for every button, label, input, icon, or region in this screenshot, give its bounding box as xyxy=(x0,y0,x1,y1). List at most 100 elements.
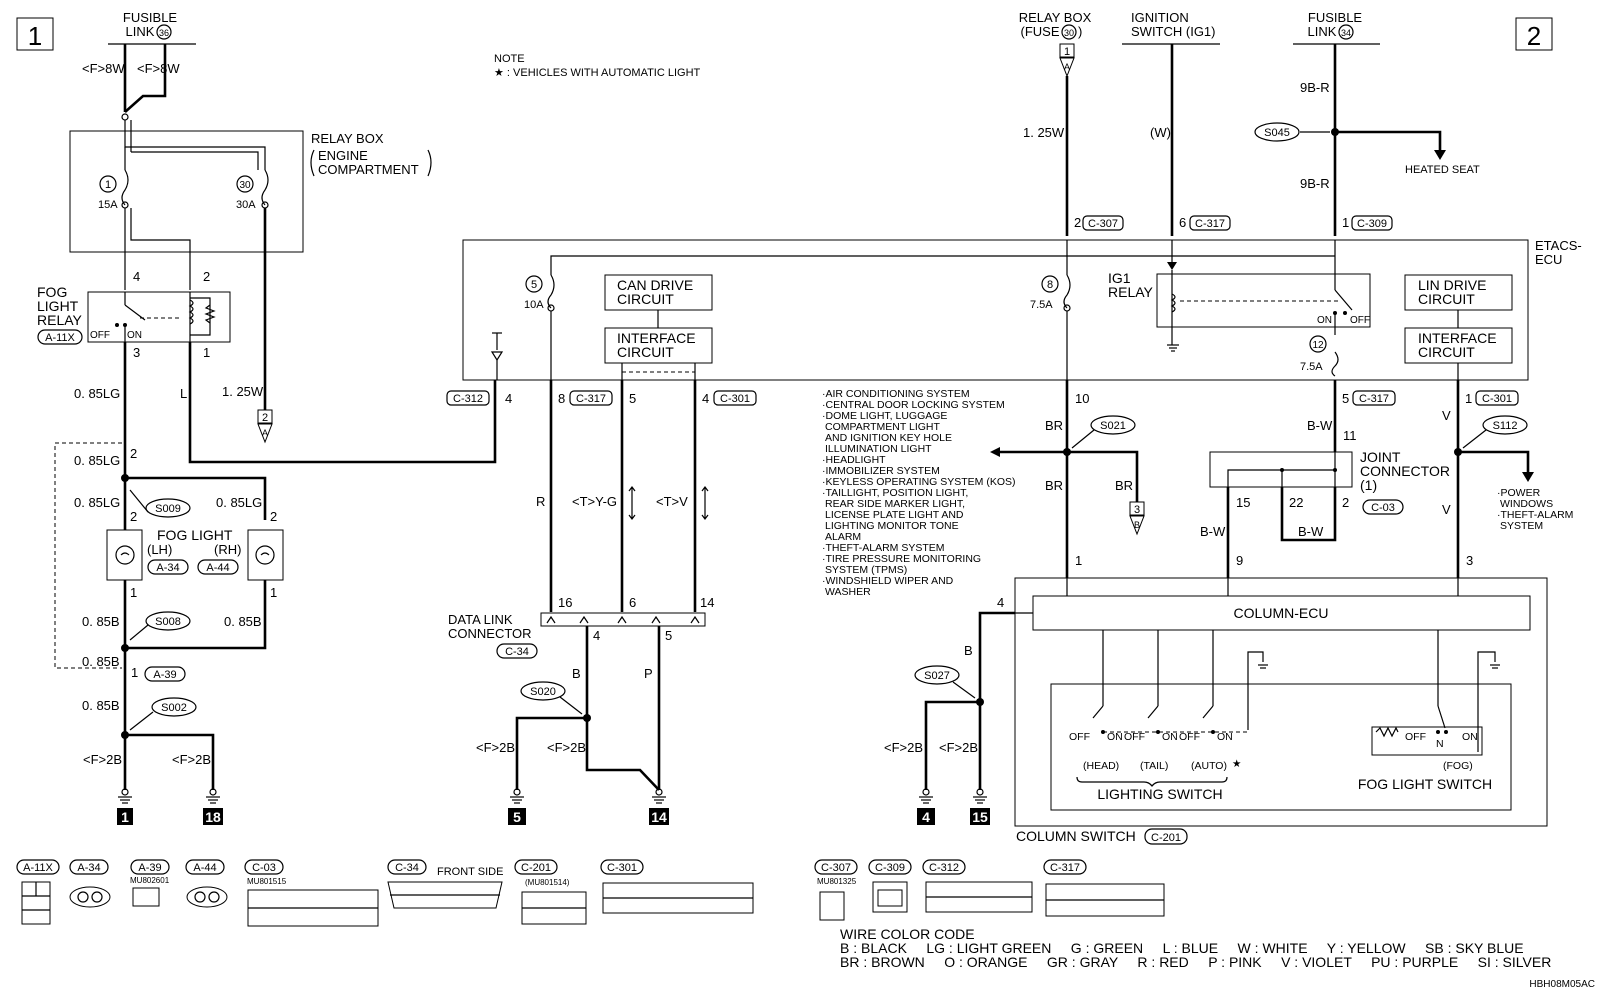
wire-color-code-row1: B : BLACK LG : LIGHT GREEN G : GREEN L :… xyxy=(840,940,1524,956)
etacs-fuse12-amp: 7.5A xyxy=(1300,361,1323,373)
connector-c-201: C-201 (MU801514) xyxy=(514,859,587,925)
splice-s112: S112 xyxy=(1493,420,1518,432)
ground-14: 14 xyxy=(651,809,667,825)
data-link-line1: DATA LINK xyxy=(448,612,513,627)
etacs-top-pin1: 1 xyxy=(1342,215,1349,230)
column-ecu-label: COLUMN-ECU xyxy=(1234,605,1329,621)
systems-item: ·AIR CONDITIONING SYSTEM xyxy=(822,388,970,400)
systems-item: ·CENTRAL DOOR LOCKING SYSTEM xyxy=(822,399,1005,411)
ignition-switch-line2: SWITCH (IG1) xyxy=(1131,24,1216,39)
fuse-30-amp: 30A xyxy=(236,199,256,211)
etacs-bot-c317a: C-317 xyxy=(576,393,606,405)
connector-c-309: C-309 xyxy=(868,859,912,913)
systems-item: ·DOME LIGHT, LUGGAGE xyxy=(822,410,947,422)
systems-list: ·AIR CONDITIONING SYSTEM ·CENTRAL DOOR L… xyxy=(822,388,1016,598)
connector-a-34: A-34 xyxy=(69,859,111,908)
fusible-link-36-line2: LINK xyxy=(126,24,155,39)
fusible-link-36-line1: FUSIBLE xyxy=(123,10,178,25)
lin-drive-line1: LIN DRIVE xyxy=(1418,277,1486,293)
connector-extra: FRONT SIDE xyxy=(437,866,503,878)
splice-s008: S008 xyxy=(155,616,181,628)
relay-box-fuse30-conn: 1 xyxy=(1064,46,1070,58)
wire-v-1: V xyxy=(1442,408,1451,423)
fuse-30-num: 30 xyxy=(239,180,251,191)
wire-bw-2: B-W xyxy=(1200,524,1226,539)
column-switch-conn: C-201 xyxy=(1151,832,1181,844)
connector-id: C-201 xyxy=(521,862,551,874)
data-link-conn: C-34 xyxy=(505,646,529,658)
systems-item: ·TIRE PRESSURE MONITORING xyxy=(822,553,981,565)
data-link-pin6: 6 xyxy=(629,595,636,610)
fs-fogpos: (FOG) xyxy=(1443,760,1473,772)
wire-tv: <T>V xyxy=(656,494,688,509)
connector-id: A-34 xyxy=(77,862,100,874)
fog-relay-conn: A-11X xyxy=(45,332,75,344)
joint-connector-line2: CONNECTOR xyxy=(1360,463,1450,479)
systems-item: ALARM xyxy=(825,531,861,543)
systems-item: ·KEYLESS OPERATING SYSTEM (KOS) xyxy=(822,476,1016,488)
to-page-2-num: 2 xyxy=(262,412,268,424)
to-page-2-letter: A xyxy=(262,428,268,438)
diagram-code: HBH08M05AC xyxy=(1529,979,1595,990)
wire-br-2: BR xyxy=(1115,478,1133,493)
fusible-link-36-num: 36 xyxy=(159,28,169,38)
fs-n: N xyxy=(1436,738,1444,750)
systems-item: REAR SIDE MARKER LIGHT, xyxy=(825,498,965,510)
systems-item: LICENSE PLATE LIGHT AND xyxy=(825,509,964,521)
wire-lg-2: 0. 85LG xyxy=(74,453,120,468)
joint-pin15: 15 xyxy=(1236,495,1250,510)
connector-id: A-44 xyxy=(193,862,216,874)
wire-b-1: 0. 85B xyxy=(82,614,120,629)
systems-item: COMPARTMENT LIGHT xyxy=(825,421,941,433)
etacs-bot-pin10: 10 xyxy=(1075,391,1089,406)
fog-relay-off: OFF xyxy=(90,330,110,341)
column-pin1: 1 xyxy=(1075,553,1082,568)
ls-on-2: ON xyxy=(1162,731,1178,743)
ls-star: ★ xyxy=(1232,758,1242,770)
etacs-top-c309: C-309 xyxy=(1357,218,1387,230)
interface-circuit-1-line1: INTERFACE xyxy=(617,330,696,346)
etacs-fuse8-num: 8 xyxy=(1047,279,1053,291)
ig1-relay-off: OFF xyxy=(1350,315,1370,326)
sheet-number-1: 1 xyxy=(28,21,42,51)
splice-s027: S027 xyxy=(924,670,950,682)
fog-relay-pin1: 1 xyxy=(203,345,210,360)
interface-circuit-2-line2: CIRCUIT xyxy=(1418,344,1475,360)
can-drive-line2: CIRCUIT xyxy=(617,291,674,307)
ig1-relay-on: ON xyxy=(1317,315,1332,326)
wire-p-dlc: P xyxy=(644,666,653,681)
connector-a-11x: A-11X xyxy=(16,859,60,925)
interface-circuit-2-line1: INTERFACE xyxy=(1418,330,1497,346)
relay-box-fuse30-line2: (FUSE xyxy=(1021,24,1060,39)
connector-c-34: C-34 FRONT SIDE xyxy=(387,859,503,909)
ls-on-3: ON xyxy=(1217,731,1233,743)
relay-box-fuse30-letter: A xyxy=(1064,62,1070,72)
wire-color-code-title: WIRE COLOR CODE xyxy=(840,926,975,942)
relay-box-fuse30-close: ) xyxy=(1078,24,1082,39)
wire-9br-1: 9B-R xyxy=(1300,80,1330,95)
ignition-switch-line1: IGNITION xyxy=(1131,10,1189,25)
fog-light-conn-lh: A-34 xyxy=(156,562,179,574)
fusible-link-34-line2: LINK xyxy=(1308,24,1337,39)
power-windows-item: WINDOWS xyxy=(1500,498,1553,510)
systems-item: ·WINDSHIELD WIPER AND xyxy=(822,575,954,587)
connector-part: (MU801514) xyxy=(525,878,570,887)
data-link-line2: CONNECTOR xyxy=(448,626,532,641)
systems-item: ILLUMINATION LIGHT xyxy=(825,443,932,455)
wire-b-4: 0. 85B xyxy=(82,698,120,713)
data-link-pin14: 14 xyxy=(700,595,714,610)
ground-18: 18 xyxy=(205,809,221,825)
systems-item: ·TAILLIGHT, POSITION LIGHT, xyxy=(822,487,968,499)
splice-s021: S021 xyxy=(1100,420,1126,432)
wire-r: R xyxy=(536,494,545,509)
ground-15: 15 xyxy=(972,809,988,825)
wire-bw-3: B-W xyxy=(1298,524,1324,539)
fs-off: OFF xyxy=(1405,731,1426,743)
joint-pin11: 11 xyxy=(1343,428,1357,443)
fusible-link-34-num: 34 xyxy=(1341,28,1351,38)
ls-tail: (TAIL) xyxy=(1140,760,1168,772)
ground-4: 4 xyxy=(922,809,930,825)
power-windows-item: ·POWER xyxy=(1497,487,1541,499)
etacs-bot-pin8: 8 xyxy=(558,391,565,406)
wire-br-1: BR xyxy=(1045,418,1063,433)
